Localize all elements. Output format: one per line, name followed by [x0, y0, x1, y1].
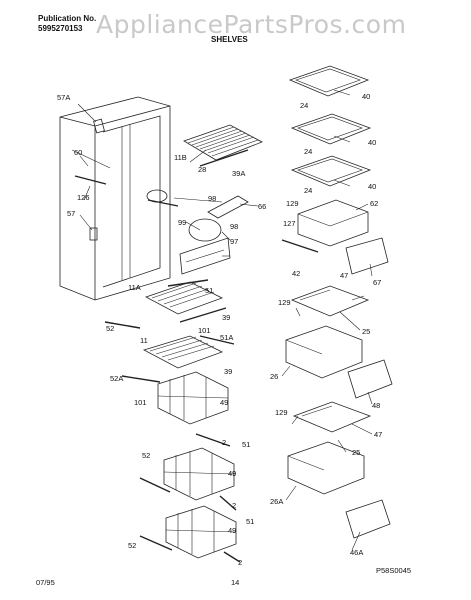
callout-129-c: 129	[275, 408, 288, 417]
wire-basket-lower	[139, 505, 241, 563]
crisper-front-48	[347, 359, 393, 399]
callout-97: 97	[230, 237, 238, 246]
callout-46a: 46A	[350, 548, 363, 557]
callout-51-a: 51	[205, 286, 213, 295]
callout-51-b: 51	[242, 440, 250, 449]
wire-shelf-11a	[104, 279, 227, 329]
callout-101-b: 101	[134, 398, 147, 407]
callout-42: 42	[292, 269, 300, 278]
callout-49-a: 49	[220, 398, 228, 407]
callout-52-b: 52	[142, 451, 150, 460]
crisper-pan-26	[285, 325, 363, 379]
callout-2-b: 2	[232, 501, 236, 510]
glass-shelf-lower	[290, 155, 372, 187]
footer-date: 07/95	[36, 578, 55, 587]
callout-28: 28	[198, 165, 206, 174]
callout-52a: 52A	[110, 374, 123, 383]
callout-62: 62	[370, 199, 378, 208]
callout-126: 126	[77, 193, 90, 202]
refrigerator-cabinet	[59, 96, 171, 301]
callout-52-a: 52	[106, 324, 114, 333]
wire-shelf-11b	[183, 124, 263, 167]
page-number: 14	[231, 578, 240, 587]
callout-52-c: 52	[128, 541, 136, 550]
callout-11a: 11A	[128, 283, 141, 292]
callout-40-a: 40	[362, 92, 370, 101]
wire-basket-upper	[157, 371, 231, 447]
wire-shelf-11	[121, 335, 235, 383]
callout-129-a: 129	[286, 199, 299, 208]
callout-24-b: 24	[304, 147, 312, 156]
callout-47-b: 47	[374, 430, 382, 439]
callout-11: 11	[140, 336, 148, 345]
callout-26a: 26A	[270, 497, 283, 506]
callout-49-b: 49	[228, 469, 236, 478]
callout-2-c: 2	[238, 558, 242, 567]
callout-129-b: 129	[278, 298, 291, 307]
callout-57a: 57A	[57, 93, 70, 102]
wire-basket-middle	[139, 447, 237, 511]
figure-code: P58S0045	[376, 566, 412, 575]
callout-40-c: 40	[368, 182, 376, 191]
shelf-bracket-parts	[146, 189, 249, 275]
callout-24-c: 24	[304, 186, 312, 195]
callout-11b: 11B	[174, 153, 187, 162]
callout-99: 99	[178, 218, 186, 227]
callout-51a: 51A	[220, 333, 233, 342]
publication-label: Publication No.	[38, 14, 97, 23]
callout-39-b: 39	[224, 367, 232, 376]
callout-101-a: 101	[198, 326, 211, 335]
crisper-pan-26a	[287, 441, 365, 495]
crisper-cover-lower	[292, 401, 372, 433]
callout-39-a: 39	[222, 313, 230, 322]
publication-number: 5995270153	[38, 24, 83, 33]
callout-25-b: 25	[352, 448, 360, 457]
callout-60: 60	[74, 148, 82, 157]
callout-51-c: 51	[246, 517, 254, 526]
glass-shelf-top	[288, 65, 370, 97]
callout-66: 66	[258, 202, 266, 211]
section-title: SHELVES	[211, 35, 248, 44]
pan-62	[297, 199, 369, 247]
crisper-cover-upper	[290, 285, 370, 317]
pan-front-67	[281, 237, 389, 275]
callout-47-a: 47	[340, 271, 348, 280]
leader-lines	[77, 89, 373, 551]
callout-57: 57	[67, 209, 75, 218]
callout-67: 67	[373, 278, 381, 287]
callout-25-a: 25	[362, 327, 370, 336]
callout-98-a: 98	[208, 194, 216, 203]
callout-2-a: 2	[222, 438, 226, 447]
callout-26: 26	[270, 372, 278, 381]
callout-40-b: 40	[368, 138, 376, 147]
callout-39a: 39A	[232, 169, 245, 178]
callout-127: 127	[283, 219, 296, 228]
callout-48: 48	[372, 401, 380, 410]
callout-24-a: 24	[300, 101, 308, 110]
callout-49-c: 49	[228, 526, 236, 535]
crisper-front-46a	[345, 499, 391, 539]
callout-98-b: 98	[230, 222, 238, 231]
glass-shelf-middle	[290, 113, 372, 145]
part-callouts: 57A 60 126 57 11B 28 39A 98 66 99 98 97 …	[57, 92, 382, 567]
watermark: AppliancePartsPros.com	[96, 10, 407, 39]
